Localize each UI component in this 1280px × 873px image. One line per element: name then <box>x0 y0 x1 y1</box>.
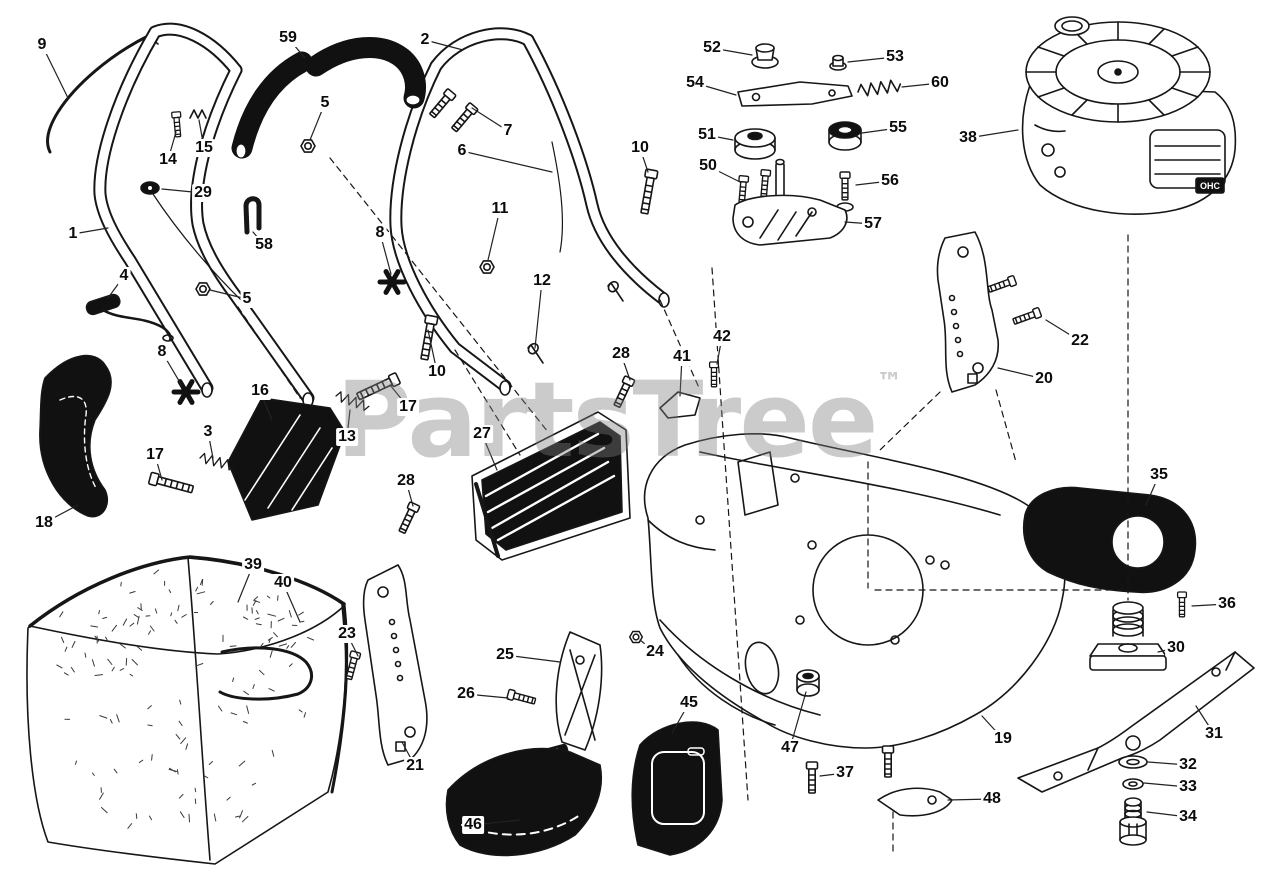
leader-line-37 <box>819 772 846 777</box>
leader-line-5 <box>309 102 326 141</box>
mulch-covers-art <box>445 721 723 857</box>
leader-line-33 <box>1143 782 1189 788</box>
foam-grips-art <box>231 37 426 159</box>
leader-line-3 <box>207 431 214 459</box>
leader-line-53 <box>847 56 896 63</box>
leader-line-60 <box>901 82 941 88</box>
leader-line-8 <box>161 351 183 387</box>
leader-line-41 <box>679 356 683 397</box>
support-bracket-left-art <box>343 564 537 766</box>
leader-line-6 <box>461 150 553 173</box>
leader-line-50 <box>707 165 741 183</box>
leader-line-20 <box>997 367 1045 380</box>
leader-line-14 <box>167 131 177 161</box>
baffle-panel-art <box>147 371 636 561</box>
leader-line-52 <box>711 47 753 56</box>
leader-line-36 <box>1191 603 1228 607</box>
leader-line-9 <box>41 44 69 99</box>
leader-line-31 <box>1195 705 1215 735</box>
leader-line-22 <box>1045 319 1081 342</box>
handle-bracket-right-art <box>936 231 1043 393</box>
engine-art: OHC <box>1021 16 1237 215</box>
grass-bag-art <box>26 555 349 865</box>
leader-line-10 <box>639 147 649 173</box>
leader-line-54 <box>694 82 737 96</box>
rear-hardware-art <box>805 745 953 817</box>
leader-line-19 <box>981 715 1004 740</box>
leader-line-47 <box>789 691 807 749</box>
leader-line-18 <box>43 504 79 524</box>
control-plate-cluster-art <box>732 43 903 246</box>
leader-line-27 <box>481 433 498 471</box>
drive-lever-art <box>39 354 112 518</box>
leader-line-8 <box>379 232 392 275</box>
leader-line-13 <box>346 409 351 438</box>
lower-handle-art <box>93 22 315 408</box>
leader-line-32 <box>1147 761 1189 766</box>
leader-line-48 <box>947 798 993 801</box>
blade-adapter-art <box>1089 601 1167 671</box>
leader-line-7 <box>471 107 509 132</box>
leader-line-24 <box>639 639 656 653</box>
guard-plate-art <box>227 397 346 521</box>
discharge-deflector-art <box>1023 486 1197 618</box>
leader-line-17 <box>389 384 409 408</box>
mower-deck-art <box>643 361 1066 749</box>
upper-handle-art <box>389 27 670 396</box>
leader-line-25 <box>504 654 561 663</box>
engine-badge: OHC <box>1200 181 1221 191</box>
leader-line-12 <box>534 280 543 349</box>
blade-art <box>1017 651 1255 846</box>
leader-line-57 <box>844 221 874 225</box>
leader-line-34 <box>1146 811 1189 818</box>
leader-line-11 <box>487 208 501 261</box>
leader-line-26 <box>465 693 509 699</box>
leader-line-1 <box>72 227 109 235</box>
leader-line-51 <box>706 134 734 141</box>
leader-line-55 <box>861 127 899 134</box>
leader-line-58 <box>252 231 265 246</box>
leader-line-56 <box>855 180 891 186</box>
handle-hardware-art <box>85 87 659 402</box>
leader-line-38 <box>967 129 1019 139</box>
support-plate-art <box>555 630 644 751</box>
